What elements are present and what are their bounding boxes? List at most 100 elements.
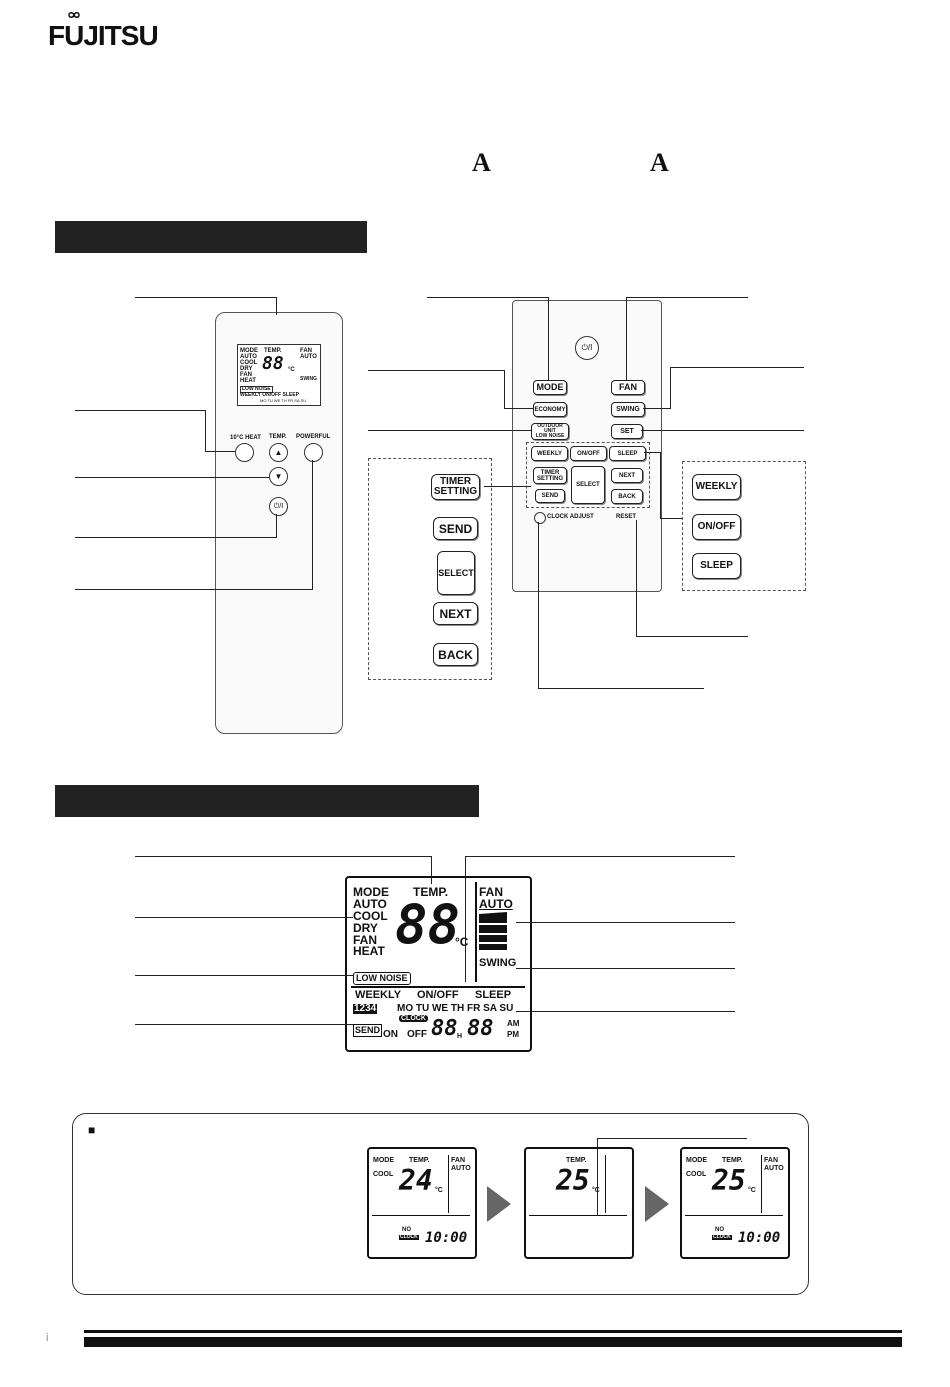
- chevron-up-icon: ▲: [274, 448, 283, 457]
- callout-line: [504, 370, 505, 408]
- callout-line: [427, 297, 549, 298]
- note-lcd-3: MODE COOL TEMP. 25 °C FAN AUTO NO CLOCK …: [680, 1147, 790, 1259]
- callout-line: [643, 408, 671, 409]
- callout-line: [516, 922, 735, 923]
- callout-line: [660, 452, 661, 518]
- fan-button[interactable]: FAN: [611, 380, 645, 395]
- zoom-sleep-button[interactable]: SLEEP: [692, 553, 741, 579]
- callout-line: [368, 370, 505, 371]
- note-lcd-2: TEMP. 25 °C: [524, 1147, 634, 1259]
- weekly-button[interactable]: WEEKLY: [531, 446, 568, 461]
- powerful-button[interactable]: [304, 443, 323, 462]
- lcd-divider: [475, 882, 477, 982]
- send-button[interactable]: SEND: [535, 489, 565, 503]
- timer-label: TIMER: [540, 469, 560, 476]
- callout-line: [538, 522, 539, 689]
- clock-adjust-button[interactable]: [534, 512, 546, 524]
- callout-line: [597, 1138, 598, 1216]
- callout-line: [276, 297, 277, 315]
- back-button[interactable]: BACK: [611, 489, 643, 504]
- letter-a-2: A: [650, 148, 669, 177]
- fujitsu-logo: FUJITSU: [48, 20, 159, 51]
- callout-line: [636, 636, 748, 637]
- arrow-right-icon: [487, 1186, 511, 1222]
- callout-line: [135, 917, 353, 918]
- low-noise-label: LOW NOISE: [535, 433, 565, 439]
- callout-line: [548, 297, 549, 380]
- callout-line: [670, 367, 804, 368]
- footer-rule-thin: [84, 1330, 902, 1333]
- lcd-divider: [761, 1155, 762, 1213]
- callout-line: [484, 486, 531, 487]
- zoom-back-button[interactable]: BACK: [433, 643, 478, 666]
- zoom-weekly-button[interactable]: WEEKLY: [692, 474, 741, 500]
- callout-line: [670, 367, 671, 408]
- callout-line: [626, 297, 748, 298]
- economy-button[interactable]: ECONOMY: [533, 402, 567, 417]
- note-box: [72, 1113, 809, 1295]
- callout-line: [465, 856, 735, 857]
- heat10-label: 10°C HEAT: [230, 435, 261, 441]
- open-power-button[interactable]: ⏻/I: [575, 336, 599, 360]
- on-off-button[interactable]: ON/OFF: [570, 446, 607, 461]
- callout-line: [75, 589, 312, 590]
- infinity-logo-mark: [68, 12, 80, 18]
- setting-label: SETTING: [536, 475, 563, 482]
- callout-line: [660, 518, 682, 519]
- mode-button[interactable]: MODE: [533, 380, 567, 395]
- temp-down-button[interactable]: ▼: [269, 467, 288, 486]
- zoom-box-right: [682, 461, 806, 591]
- heat10-button[interactable]: [235, 443, 254, 462]
- sleep-button[interactable]: SLEEP: [609, 446, 646, 461]
- powerful-label: POWERFUL: [296, 434, 331, 440]
- callout-line: [135, 1024, 353, 1025]
- outdoor-unit-label: OUTDOOR UNIT: [537, 423, 563, 434]
- set-button[interactable]: SET: [611, 424, 643, 439]
- callout-line: [504, 408, 533, 409]
- reset-label: RESET: [616, 514, 637, 520]
- zoom-timer-setting-button[interactable]: TIMER SETTING: [431, 474, 480, 500]
- lcd-hr: [372, 1215, 470, 1216]
- timer-setting-button[interactable]: TIMER SETTING: [533, 467, 567, 484]
- callout-line: [465, 856, 466, 982]
- zoom-select-button[interactable]: SELECT: [437, 551, 475, 595]
- callout-line: [636, 520, 637, 637]
- page-mark: i: [46, 1332, 49, 1344]
- callout-line: [538, 688, 704, 689]
- zoom-send-button[interactable]: SEND: [433, 517, 478, 540]
- lcd-divider: [448, 1155, 449, 1213]
- section-bar-display: [55, 785, 479, 817]
- callout-line: [135, 297, 276, 298]
- letter-a-1: A: [472, 148, 491, 177]
- footer-rule-thick: [84, 1337, 902, 1347]
- clock-adjust-label: CLOCK ADJUST: [547, 514, 594, 520]
- zoom-on-off-button[interactable]: ON/OFF: [692, 514, 741, 540]
- timer-panel-outline: [526, 442, 650, 508]
- power-button[interactable]: ⏻/I: [269, 497, 288, 516]
- callout-line: [135, 975, 353, 976]
- select-button[interactable]: SELECT: [571, 466, 605, 504]
- zoom-next-button[interactable]: NEXT: [433, 602, 478, 625]
- next-button[interactable]: NEXT: [611, 468, 643, 483]
- zoom-box-left: [368, 458, 492, 680]
- callout-line: [312, 460, 313, 590]
- callout-line: [641, 430, 804, 431]
- callout-line: [276, 514, 277, 538]
- callout-line: [516, 968, 735, 969]
- callout-line: [368, 430, 531, 431]
- outdoor-low-noise-button[interactable]: OUTDOOR UNIT LOW NOISE: [531, 423, 569, 440]
- temp-up-button[interactable]: ▲: [269, 443, 288, 462]
- lcd-hr: [685, 1215, 783, 1216]
- zoom-timer-label: TIMER: [439, 476, 472, 487]
- callout-line: [205, 410, 206, 452]
- callout-line: [75, 410, 205, 411]
- callout-line: [75, 477, 269, 478]
- note-lcd-1: MODE COOL TEMP. 24 °C FAN AUTO NO CLOCK …: [367, 1147, 477, 1259]
- callout-line: [205, 451, 235, 452]
- section-bar-remote: [55, 221, 367, 253]
- arrow-right-icon: [645, 1186, 669, 1222]
- lcd-hr: [529, 1215, 627, 1216]
- note-bullet: ■: [88, 1123, 96, 1137]
- swing-button[interactable]: SWING: [611, 402, 645, 417]
- callout-line: [75, 537, 276, 538]
